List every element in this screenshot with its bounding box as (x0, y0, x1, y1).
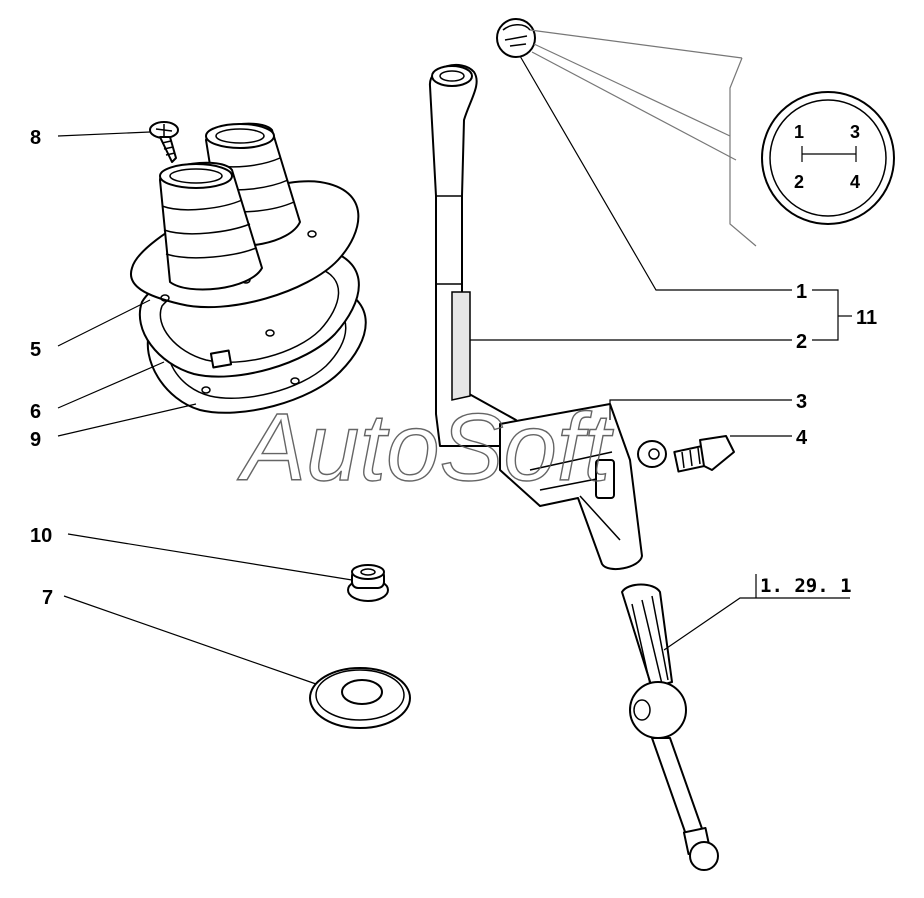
callout-3: 3 (796, 391, 807, 413)
callout-2: 2 (796, 331, 807, 353)
gear-2-label: 2 (794, 172, 804, 192)
gear-knob-icon (496, 18, 536, 58)
callout-1: 1 (796, 281, 807, 303)
callout-11: 11 (856, 307, 877, 329)
callout-4: 4 (796, 427, 808, 449)
watermark: AutoSoft (237, 394, 614, 501)
callout-9: 9 (30, 429, 41, 451)
screw-icon (149, 121, 179, 163)
callout-7: 7 (42, 587, 53, 609)
callout-5: 5 (30, 339, 41, 361)
reference-label: 1. 29. 1 (760, 575, 852, 597)
callout-8: 8 (30, 127, 41, 149)
selector-shaft-icon (621, 583, 719, 871)
lever-bracket-icon (499, 403, 643, 571)
gear-lever-icon (428, 63, 521, 447)
bush-icon (347, 564, 389, 602)
callout-labels: 1 2 3 4 5 6 7 8 9 10 11 (30, 127, 877, 609)
boot-assembly (129, 122, 367, 414)
callout-6: 6 (30, 401, 41, 423)
leader-lines (57, 29, 852, 685)
gear-3-label: 3 (850, 122, 860, 142)
bolt-icon (637, 435, 735, 473)
shift-pattern-diagram: 1 3 2 4 (729, 57, 895, 247)
gear-1-label: 1 (794, 122, 804, 142)
gear-4-label: 4 (850, 172, 860, 192)
callout-10: 10 (30, 525, 52, 547)
rubber-plug-icon (309, 667, 411, 729)
